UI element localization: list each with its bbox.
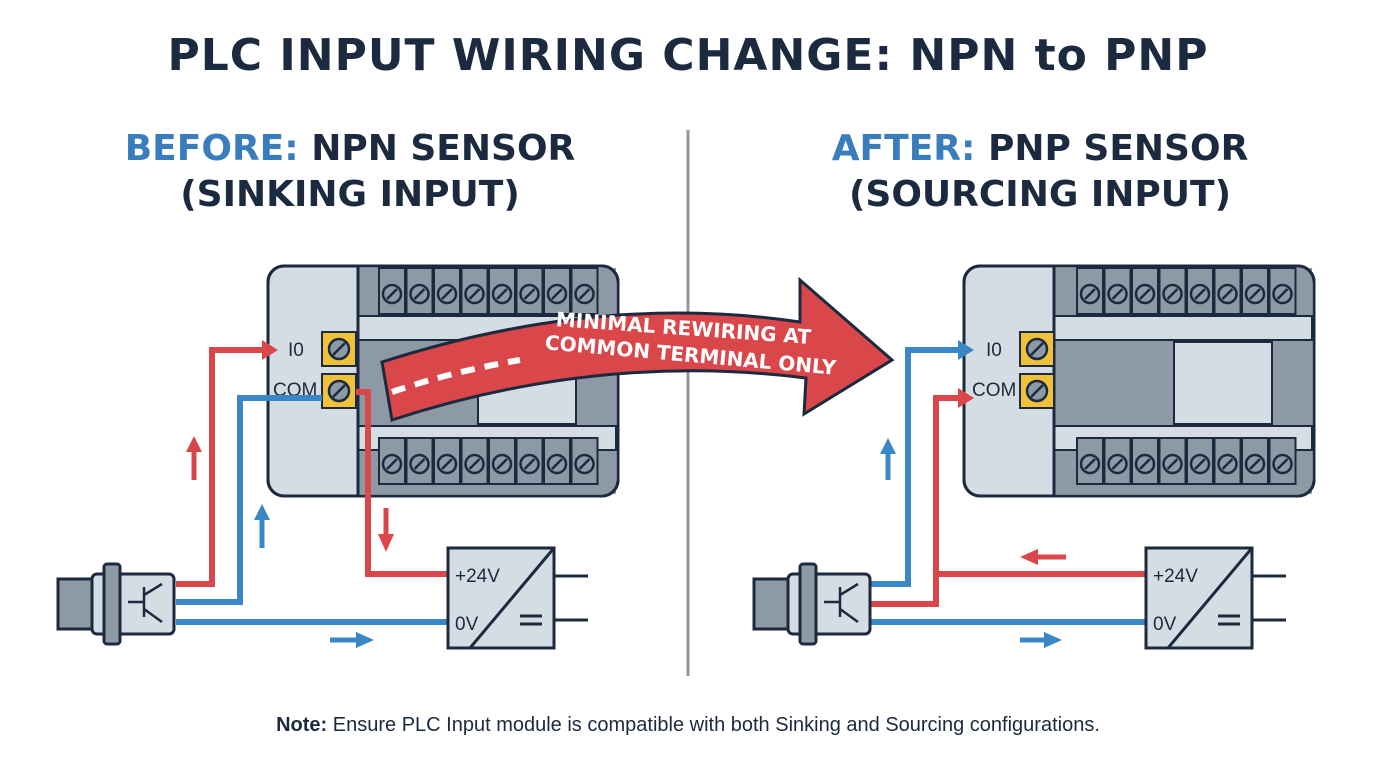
before-prefix: BEFORE: (124, 128, 299, 169)
after-line2: (SOURCING INPUT) (848, 174, 1232, 215)
after-heading: AFTER: PNP SENSOR (SOURCING INPUT) (740, 126, 1340, 218)
before-line2: (SINKING INPUT) (180, 174, 520, 215)
psu-zero-before: 0V (455, 614, 479, 635)
arrow-down-red (378, 534, 394, 552)
rewiring-banner-arrow: MINIMAL REWIRING AT COMMON TERMINAL ONLY (380, 276, 895, 422)
arrow-up-blue (254, 504, 270, 520)
terminal-strips-before (378, 267, 599, 485)
wire-red-24v-before (356, 389, 448, 577)
wire-blue-after (852, 347, 958, 587)
after-line1: PNP SENSOR (987, 128, 1249, 169)
arrow-up-red (186, 436, 202, 452)
before-heading: BEFORE: NPN SENSOR (SINKING INPUT) (60, 126, 640, 218)
psu-plus-after: +24V (1153, 566, 1198, 587)
terminal-com-after (1019, 373, 1055, 409)
wire-red-before (176, 347, 262, 587)
before-line1: NPN SENSOR (311, 128, 576, 169)
footer-note: Note: Ensure PLC Input module is compati… (0, 714, 1376, 737)
label-i0-after: I0 (986, 340, 1002, 361)
terminal-strips-after (1076, 267, 1297, 485)
page-title: PLC INPUT WIRING CHANGE: NPN to PNP (167, 30, 1209, 81)
label-com-after: COM (972, 380, 1016, 401)
psu-plus-before: +24V (455, 566, 500, 587)
label-i0-before: I0 (288, 340, 304, 361)
arrow-right-blue (356, 632, 374, 648)
note-text: Ensure PLC Input module is compatible wi… (327, 714, 1100, 736)
wire-blue-com-before (176, 395, 322, 605)
psu-zero-after: 0V (1153, 614, 1177, 635)
pnp-sensor (752, 562, 872, 646)
wire-red-com-after (852, 395, 958, 607)
note-label: Note: (276, 714, 328, 736)
after-prefix: AFTER: (831, 128, 976, 169)
npn-sensor (56, 562, 176, 646)
